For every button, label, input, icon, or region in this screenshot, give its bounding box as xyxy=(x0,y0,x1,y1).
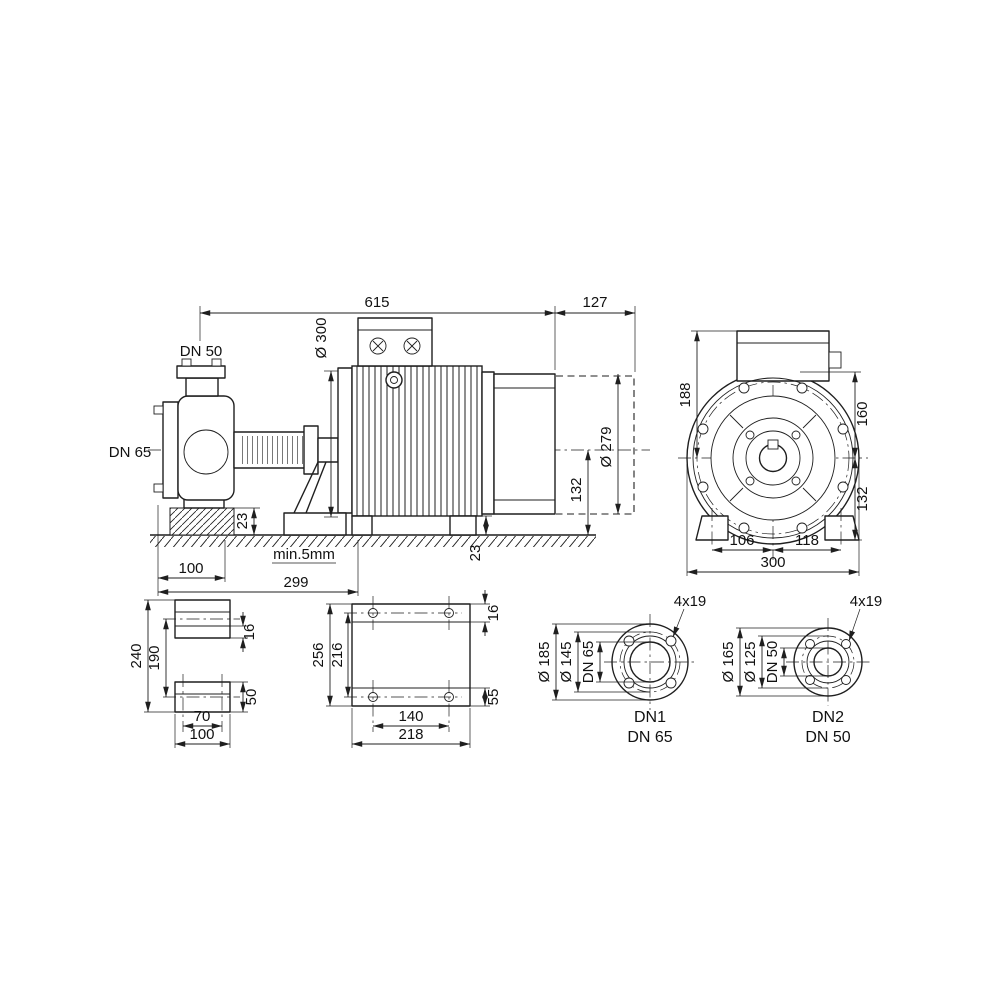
dim-100-foot: 100 xyxy=(189,726,214,743)
dim-300-width: 300 xyxy=(760,554,785,571)
side-view: 615 127 Ø 300 DN 50 DN 65 Ø 279 132 23 2… xyxy=(109,294,650,596)
dim-70: 70 xyxy=(194,708,211,725)
bolt-hole xyxy=(796,382,808,394)
dim-dia-185: Ø 185 xyxy=(536,642,553,683)
dim-190: 190 xyxy=(146,645,163,670)
caption-dn2: DN2 xyxy=(812,709,844,726)
dim-106: 106 xyxy=(729,532,754,549)
bolt-hole xyxy=(805,639,815,649)
dim-dia-279: Ø 279 xyxy=(598,427,615,468)
note-4x19-dn2: 4x19 xyxy=(850,593,883,610)
dim-140: 140 xyxy=(398,708,423,725)
hub-screw xyxy=(791,476,801,486)
caption-dn1-size: DN 65 xyxy=(627,729,672,746)
dim-dia-300: Ø 300 xyxy=(313,318,330,359)
dim-132-side: 132 xyxy=(568,477,585,502)
dim-127: 127 xyxy=(582,294,607,311)
dim-160: 160 xyxy=(854,401,871,426)
motor-foot-detail: 256 216 16 55 140 218 xyxy=(310,590,502,748)
bolt-hole xyxy=(665,677,677,689)
note-min-5mm: min.5mm xyxy=(273,546,335,563)
motor-front-foot xyxy=(351,515,373,536)
motor-rear-housing xyxy=(493,373,556,515)
ground-hatch xyxy=(150,536,596,547)
caption-dn1: DN1 xyxy=(634,709,666,726)
dim-23-grout: 23 xyxy=(234,513,251,530)
coupling xyxy=(317,437,339,463)
volute-contour xyxy=(183,429,229,475)
suction-flange xyxy=(162,401,179,499)
bolt-hole xyxy=(805,675,815,685)
bolt-hole xyxy=(796,522,808,534)
bolt-hole xyxy=(697,423,709,435)
hub-screw xyxy=(745,430,755,440)
keyway xyxy=(767,439,779,450)
dim-23-foot: 23 xyxy=(467,545,484,562)
hub-screw xyxy=(791,430,801,440)
bolt-hole xyxy=(623,635,635,647)
dim-dia-145: Ø 145 xyxy=(558,642,575,683)
dim-188: 188 xyxy=(677,382,694,407)
dim-615: 615 xyxy=(364,294,389,311)
dim-dn65-bore: DN 65 xyxy=(580,641,597,684)
dim-240: 240 xyxy=(128,643,145,668)
dim-dia-125: Ø 125 xyxy=(742,642,759,683)
dim-118: 118 xyxy=(795,532,819,549)
dim-55: 55 xyxy=(485,689,502,706)
bolt-hole xyxy=(623,677,635,689)
base-outline xyxy=(351,603,471,707)
bolt-hole xyxy=(665,635,677,647)
dim-216: 216 xyxy=(329,642,346,667)
motor-foot-right xyxy=(824,515,860,541)
motor-foot-left xyxy=(695,515,729,541)
lifting-eye-icon xyxy=(385,371,403,389)
pump-casing xyxy=(177,395,235,501)
motor-end-ring xyxy=(481,371,495,515)
bolt-hole xyxy=(837,481,849,493)
dim-dia-165: Ø 165 xyxy=(720,642,737,683)
bolt-hole xyxy=(738,522,750,534)
support-foot xyxy=(283,512,347,536)
foundation-block xyxy=(169,507,235,536)
terminal-box-front xyxy=(736,330,830,382)
bolt-hole xyxy=(738,382,750,394)
dim-100: 100 xyxy=(178,560,203,577)
discharge-flange xyxy=(176,365,226,379)
dim-16-pump: 16 xyxy=(241,624,258,641)
extended-motor-outline xyxy=(556,375,635,515)
label-dn65-port: DN 65 xyxy=(109,444,152,461)
pump-foot-detail: 240 190 16 50 70 100 xyxy=(128,599,260,748)
flange-detail-dn2: 4x19 Ø 165 Ø 125 DN 50 DN2 DN 50 xyxy=(720,593,882,746)
hub-screw xyxy=(745,476,755,486)
discharge-neck xyxy=(185,377,219,397)
bolt-hole xyxy=(841,639,851,649)
caption-dn2-size: DN 50 xyxy=(805,729,850,746)
flange-detail-dn1: 4x19 Ø 185 Ø 145 DN 65 DN1 DN 65 xyxy=(536,593,706,746)
bolt-hole xyxy=(837,423,849,435)
dim-16-motor: 16 xyxy=(485,605,502,622)
motor-rear-foot xyxy=(449,515,477,536)
terminal-box xyxy=(357,317,433,367)
dim-50: 50 xyxy=(243,689,260,706)
dim-299: 299 xyxy=(283,574,308,591)
dim-132-end: 132 xyxy=(854,486,871,511)
bolt-hole xyxy=(841,675,851,685)
motor-body xyxy=(351,365,483,517)
bolt-hole xyxy=(697,481,709,493)
dim-218: 218 xyxy=(398,726,423,743)
dim-256: 256 xyxy=(310,642,327,667)
end-view: 188 160 132 106 118 300 xyxy=(677,330,871,576)
note-4x19-dn1: 4x19 xyxy=(674,593,707,610)
dim-dn50-bore: DN 50 xyxy=(764,641,781,684)
motor-flange xyxy=(337,367,353,514)
cable-gland xyxy=(828,351,842,369)
label-dn50-port: DN 50 xyxy=(180,343,223,360)
